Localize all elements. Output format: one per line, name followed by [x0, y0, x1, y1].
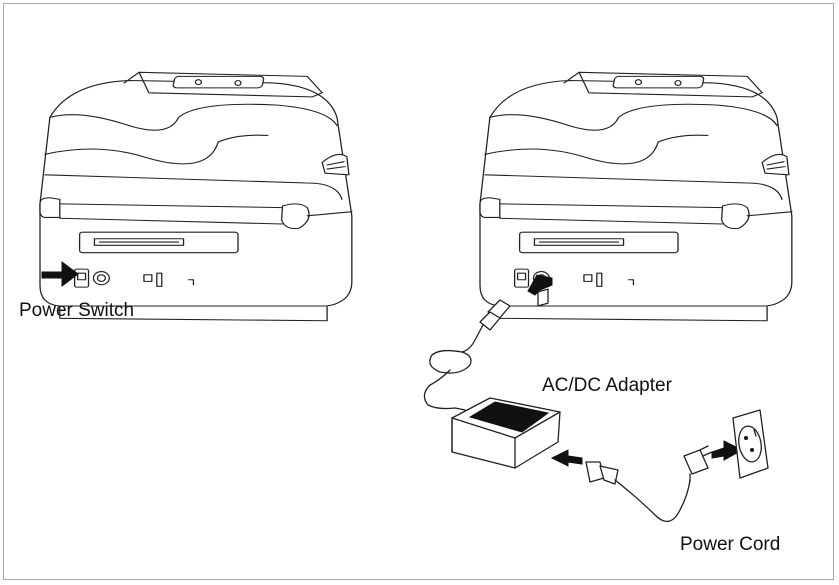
arrow-power-inlet [527, 274, 553, 296]
wall-socket [732, 409, 769, 479]
arrow-adapter-input [550, 449, 583, 467]
power-switch-label: Power Switch [19, 300, 135, 321]
printer-right [479, 71, 793, 322]
power-cord [585, 445, 713, 522]
adapter-label: AC/DC Adapter [542, 375, 672, 396]
printer-left [39, 71, 353, 322]
ac-dc-adapter [451, 288, 561, 469]
dc-plug [423, 299, 511, 411]
power-cord-label: Power Cord [680, 534, 781, 555]
arrow-socket [711, 440, 744, 461]
arrow-power-switch [41, 261, 79, 287]
